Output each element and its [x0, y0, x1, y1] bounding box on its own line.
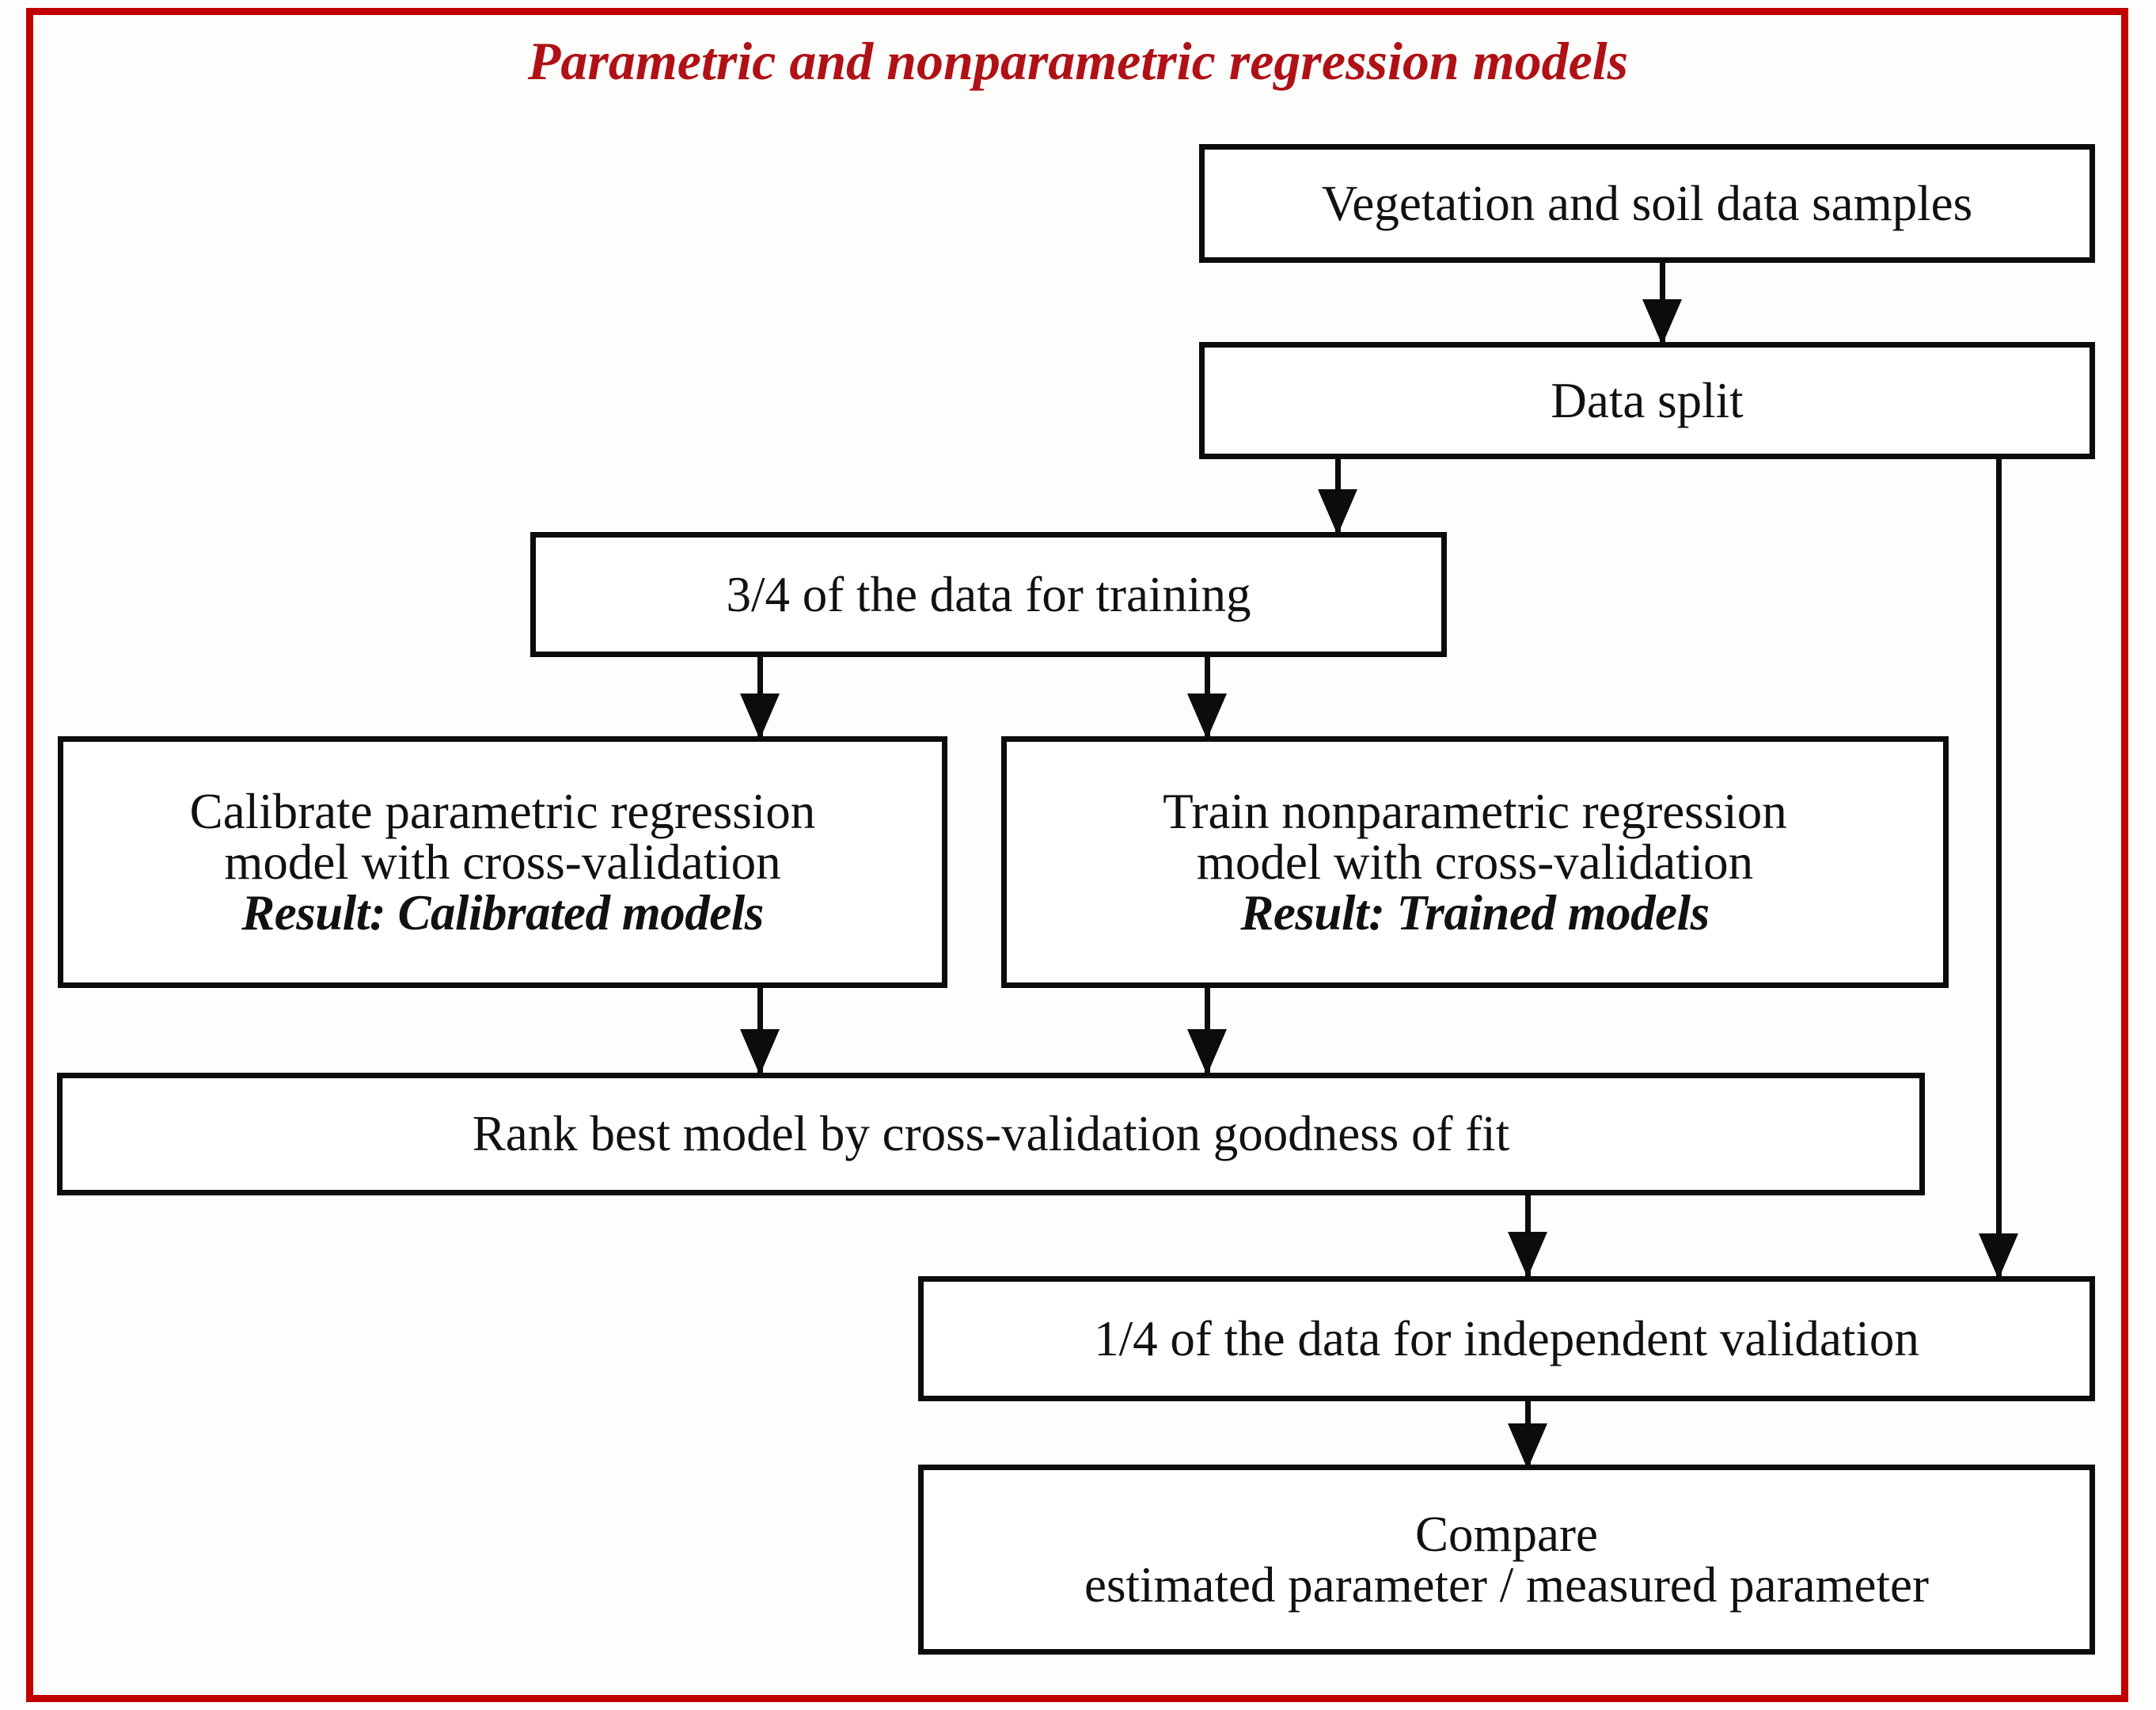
edge-data-split-to-validation-line [1996, 459, 2002, 1279]
page-title: Parametric and nonparametric regression … [527, 31, 1629, 91]
edge-training-to-nonparametric-arrowhead [1187, 694, 1227, 739]
node-train-nonparametric-model[interactable]: Train nonparametric regression model wit… [1001, 736, 1949, 988]
edge-data-split-to-validation-arrowhead [1979, 1233, 2018, 1279]
edge-validation-to-compare-arrowhead [1508, 1423, 1547, 1469]
node-label: Rank best model by cross-validation good… [472, 1106, 1510, 1162]
node-line-2: model with cross-validation [224, 834, 781, 890]
edge-training-to-parametric-arrowhead [740, 694, 780, 739]
node-line-1: Compare [1415, 1506, 1598, 1562]
edge-data-split-to-training-arrowhead [1318, 489, 1357, 535]
edge-nonparametric-to-rank-arrowhead [1187, 1029, 1227, 1075]
node-line-1: Calibrate parametric regression [189, 783, 816, 839]
edge-rank-to-validation-arrowhead [1508, 1232, 1547, 1278]
node-vegetation-and-soil-data-samples[interactable]: Vegetation and soil data samples [1199, 144, 2095, 263]
node-result-line: Result: Trained models [1240, 885, 1710, 941]
node-label: 1/4 of the data for independent validati… [1094, 1310, 1919, 1366]
node-line-2: model with cross-validation [1196, 834, 1754, 890]
node-one-quarter-validation[interactable]: 1/4 of the data for independent validati… [918, 1276, 2095, 1401]
node-data-split[interactable]: Data split [1199, 342, 2095, 459]
node-compare-parameters[interactable]: Compare estimated parameter / measured p… [918, 1465, 2095, 1655]
node-label: Vegetation and soil data samples [1321, 175, 1973, 231]
node-three-quarters-training[interactable]: 3/4 of the data for training [530, 532, 1447, 657]
node-line-1: Train nonparametric regression [1163, 783, 1787, 839]
node-calibrate-parametric-model[interactable]: Calibrate parametric regression model wi… [58, 736, 947, 988]
node-line-2: estimated parameter / measured parameter [1084, 1557, 1929, 1613]
edge-parametric-to-rank-arrowhead [740, 1029, 780, 1075]
node-result-line: Result: Calibrated models [241, 885, 764, 941]
node-label: Data split [1551, 372, 1744, 428]
node-label: 3/4 of the data for training [726, 566, 1251, 622]
node-rank-best-model[interactable]: Rank best model by cross-validation good… [57, 1073, 1925, 1195]
edge-samples-to-data-split-arrowhead [1642, 299, 1682, 345]
